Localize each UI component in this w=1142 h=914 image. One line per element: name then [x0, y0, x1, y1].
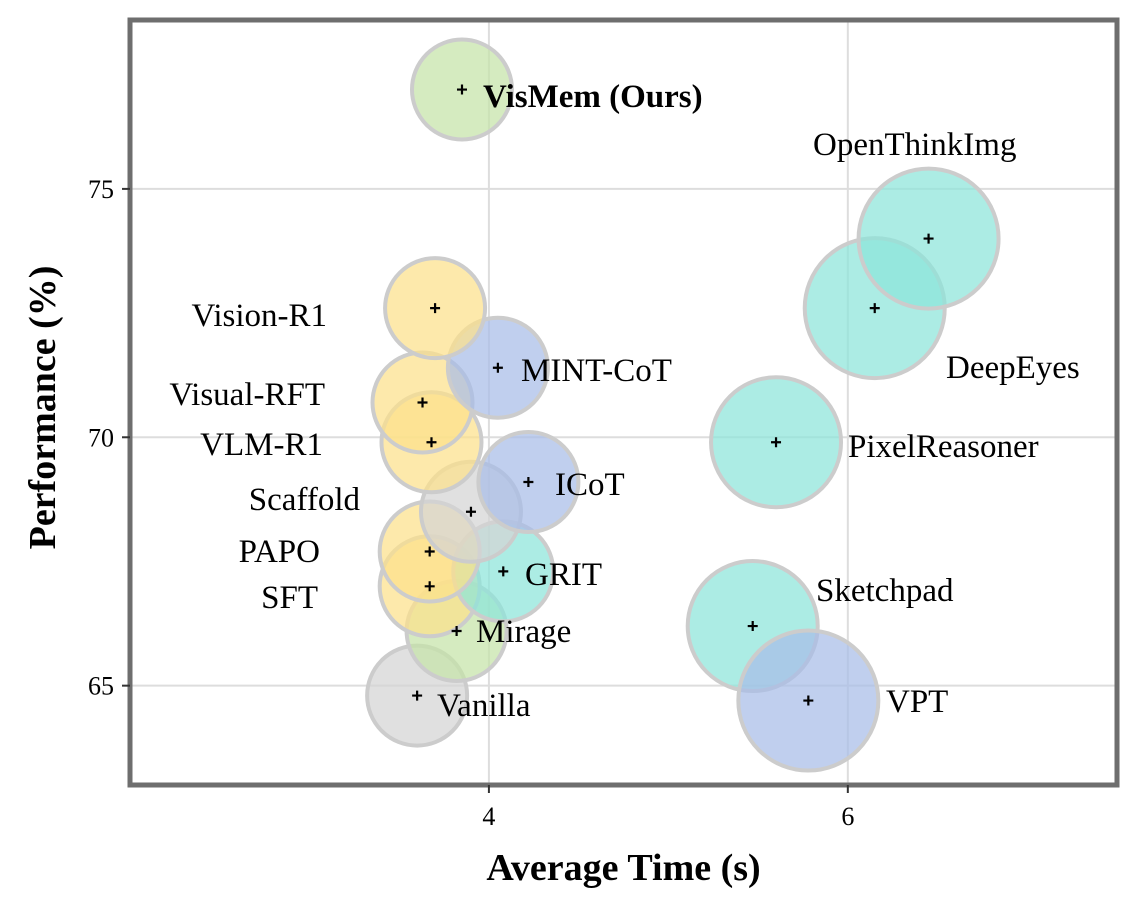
- marker-openthinkimg: [923, 233, 934, 244]
- marker-sketchpad: [747, 621, 758, 632]
- marker-icot: [523, 476, 534, 487]
- label-sketchpad: Sketchpad: [816, 573, 954, 609]
- label-deepeyes: DeepEyes: [946, 350, 1080, 386]
- label-sft: SFT: [261, 580, 318, 616]
- label-scaffold: Scaffold: [249, 482, 361, 518]
- marker-sft: [424, 581, 435, 592]
- marker-vision-r1: [430, 303, 441, 314]
- label-vlm-r1: VLM-R1: [200, 427, 323, 463]
- label-pixelreasoner: PixelReasoner: [848, 429, 1039, 465]
- label-vision-r1: Vision-R1: [191, 298, 327, 334]
- marker-vlm-r1: [426, 437, 437, 448]
- label-layer: Vanilla Mirage SFT GRIT PAPO Scaffold ICoT VLM-…: [169, 79, 1079, 724]
- marker-vanilla: [412, 690, 423, 701]
- marker-mirage: [451, 626, 462, 637]
- y-tick-label: 75: [88, 175, 114, 204]
- label-papo: PAPO: [239, 534, 320, 570]
- label-vpt: VPT: [886, 684, 948, 720]
- label-mint-cot: MINT-CoT: [521, 353, 672, 389]
- y-tick-label: 70: [88, 423, 114, 452]
- label-vanilla: Vanilla: [437, 688, 531, 724]
- label-mirage: Mirage: [476, 614, 571, 650]
- label-visual-rft: Visual-RFT: [169, 377, 325, 413]
- y-tick-label: 65: [88, 672, 114, 701]
- marker-visual-rft: [417, 397, 428, 408]
- x-tick-label: 6: [841, 802, 854, 831]
- marker-scaffold: [465, 506, 476, 517]
- marker-grit: [498, 566, 509, 577]
- marker-deepeyes: [869, 303, 880, 314]
- label-icot: ICoT: [555, 467, 625, 503]
- tick-layer: 4 6 65 70 75: [88, 175, 854, 831]
- marker-vismem-ours: [456, 84, 467, 95]
- x-tick-label: 4: [482, 802, 495, 831]
- x-axis-title: Average Time (s): [486, 847, 760, 889]
- marker-pixelreasoner: [771, 437, 782, 448]
- y-axis-title: Performance (%): [22, 266, 64, 550]
- label-vismem-ours: VisMem (Ours): [483, 79, 703, 115]
- plot-frame: [127, 17, 1120, 788]
- marker-vpt: [803, 695, 814, 706]
- marker-mint-cot: [492, 362, 503, 373]
- marker-papo: [424, 546, 435, 557]
- label-openthinkimg: OpenThinkImg: [813, 127, 1016, 163]
- label-grit: GRIT: [525, 557, 602, 593]
- marker-layer: [412, 84, 934, 706]
